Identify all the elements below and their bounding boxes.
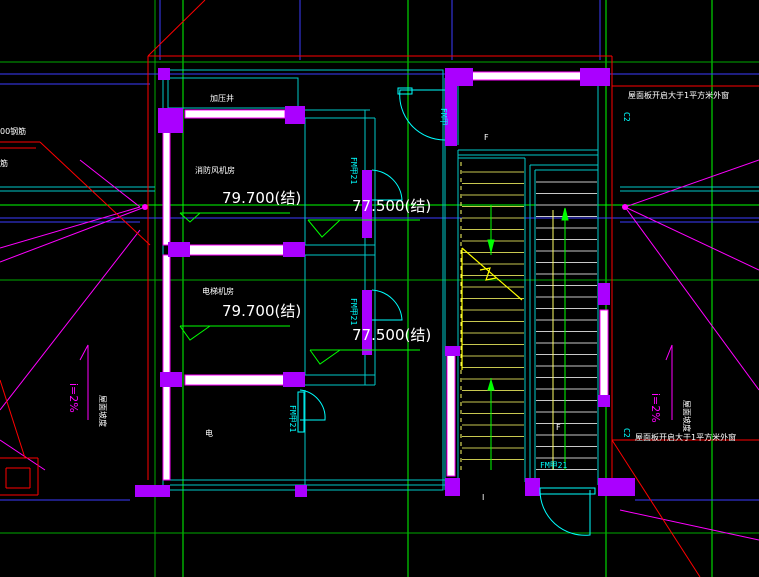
stair-treads-left xyxy=(462,171,524,460)
room-label-electric-room: 电梯机房 xyxy=(202,286,234,296)
level-upper-left: 79.700(结) xyxy=(222,189,301,207)
slope-label-right: 屋面坡度 xyxy=(682,400,692,432)
doors xyxy=(297,87,596,536)
door-label-bottom-left: FM甲21 xyxy=(288,405,297,432)
slope-lines xyxy=(0,159,759,541)
door-label-upper-mid: FM甲21 xyxy=(349,157,358,184)
stair-label-bottom: I xyxy=(482,493,484,502)
stair-break xyxy=(461,247,523,370)
note-left-fragment-b: 筋 xyxy=(0,158,8,168)
stair-treads-right xyxy=(536,181,597,470)
structure-lines xyxy=(0,0,759,501)
stair-arrows xyxy=(487,205,569,470)
band-lines xyxy=(0,186,759,192)
stair-label-up: F xyxy=(484,133,489,142)
room-label-bottom: 电 xyxy=(205,428,213,438)
walls xyxy=(162,71,609,481)
code-c2-bottom: C2 xyxy=(622,428,631,438)
note-right-bottom: 屋面板开启大于1平方米外窗 xyxy=(635,432,736,442)
door-label-lower-mid: FM甲21 xyxy=(349,298,358,325)
code-c2-top: C2 xyxy=(622,112,631,122)
room-label-fan-room: 消防风机房 xyxy=(195,165,235,175)
level-lower-right: 77.500(结) xyxy=(352,326,431,344)
note-left-fragment-a: 00钢筋 xyxy=(0,126,26,136)
slope-arrows xyxy=(79,344,673,420)
room-label-corridor: 加压井 xyxy=(210,93,234,103)
slope-right: i=2% xyxy=(649,393,662,423)
door-label-top-right: FM甲 xyxy=(439,108,448,126)
note-right-top: 屋面板开启大于1平方米外窗 xyxy=(628,90,729,100)
door-label-stair-bottom: FM甲21 xyxy=(540,461,567,470)
slope-nodes xyxy=(142,204,628,210)
columns xyxy=(135,68,635,497)
level-lower-left: 79.700(结) xyxy=(222,302,301,320)
level-markers xyxy=(179,212,420,365)
slope-label-left: 屋面坡度 xyxy=(98,395,108,427)
stair-label-down: F xyxy=(556,423,561,432)
level-upper-right: 77.500(结) xyxy=(352,197,431,215)
slope-left: i=2% xyxy=(67,383,80,413)
